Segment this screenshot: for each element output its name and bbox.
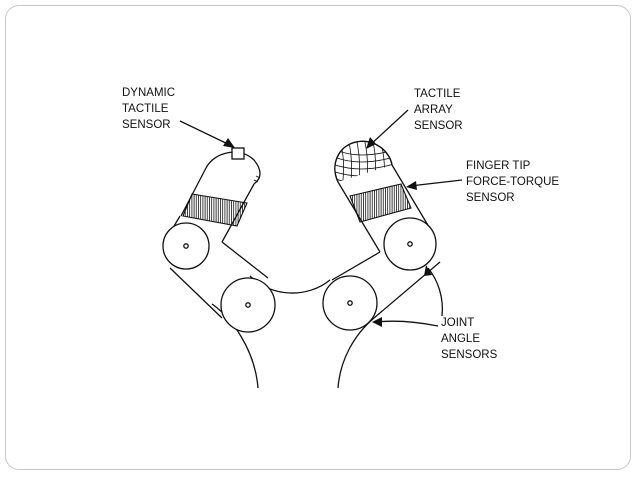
label-tactile-array-sensor: TACTILE ARRAY SENSOR <box>414 88 463 132</box>
arrowhead-joint-lower <box>372 317 382 327</box>
label-array-line1: TACTILE <box>414 88 461 100</box>
right-lower-joint-pin <box>347 300 353 306</box>
label-array-line2: ARRAY <box>414 104 453 116</box>
right-belt-inner <box>331 251 381 281</box>
right-lower-joint <box>322 275 378 331</box>
slide-frame <box>5 5 631 470</box>
left-upper-joint <box>162 222 210 270</box>
right-sensor-band <box>349 183 412 223</box>
label-joint-line1: JOINT <box>441 317 474 329</box>
label-dynamic-tactile-sensor: DYNAMIC TACTILE SENSOR <box>122 87 175 131</box>
label-finger-tip-sensor: FINGER TIP FORCE-TORQUE SENSOR <box>466 160 559 204</box>
left-belt-outer <box>169 267 223 319</box>
label-dynamic-line3: SENSOR <box>122 119 171 131</box>
left-finger <box>162 147 276 333</box>
label-dynamic-line1: DYNAMIC <box>122 87 175 99</box>
right-upper-joint-pin <box>407 241 413 247</box>
left-lower-joint-pin <box>245 302 251 308</box>
leader-arrows <box>179 109 463 327</box>
left-sensor-band <box>182 193 248 227</box>
arrow-finger-tip <box>409 179 463 187</box>
left-upper-joint-pin <box>183 243 189 249</box>
palm-left-edge <box>211 303 259 389</box>
label-joint-angle-sensors: JOINT ANGLE SENSORS <box>441 317 498 361</box>
label-dynamic-line2: TACTILE <box>122 103 169 115</box>
left-belt-inner <box>221 241 269 279</box>
arrowhead-tactile-array <box>366 137 376 149</box>
arrow-tactile-array <box>368 109 409 147</box>
arrow-joint-upper <box>427 267 444 317</box>
arrowhead-dynamic-tactile <box>223 138 235 148</box>
dynamic-tactile-sensor-square <box>231 147 245 160</box>
label-fingertip-line2: FORCE-TORQUE <box>466 176 559 188</box>
label-array-line3: SENSOR <box>414 120 463 132</box>
label-joint-line3: SENSORS <box>441 349 498 361</box>
tactile-array-mesh <box>334 141 392 182</box>
label-fingertip-line3: SENSOR <box>466 192 515 204</box>
arrow-dynamic-tactile <box>179 120 233 147</box>
left-distal-segment <box>180 151 261 243</box>
arrowhead-joint-upper <box>424 265 432 276</box>
arrow-joint-lower <box>375 320 439 327</box>
arrowhead-finger-tip <box>406 181 417 190</box>
left-lower-joint <box>220 277 276 333</box>
right-upper-joint <box>383 217 437 271</box>
label-joint-line2: ANGLE <box>441 333 480 345</box>
right-finger <box>322 140 441 331</box>
label-fingertip-line1: FINGER TIP <box>466 160 531 172</box>
